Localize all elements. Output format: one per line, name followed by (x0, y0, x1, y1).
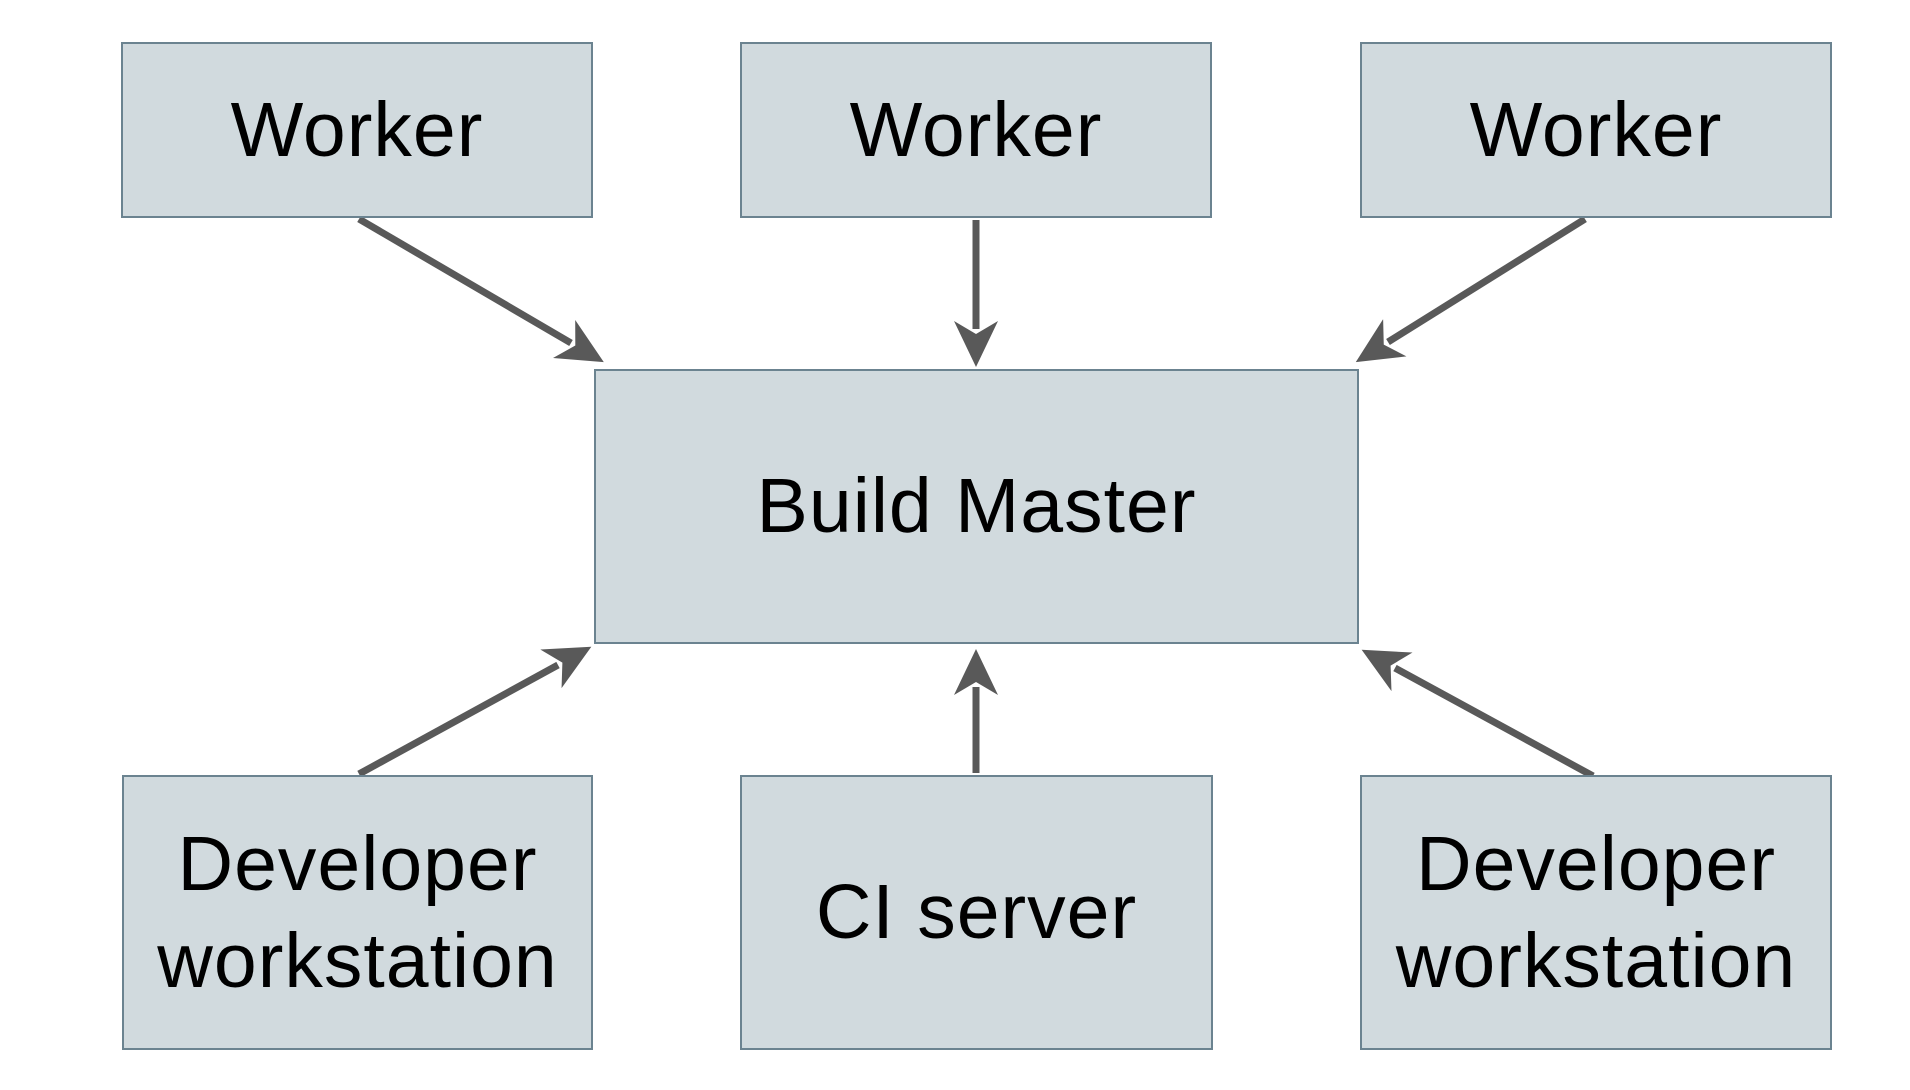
node-developer-workstation-left: Developer workstation (122, 775, 593, 1050)
node-worker-1: Worker (121, 42, 593, 218)
arrow-devleft-to-buildmaster (357, 646, 592, 778)
node-ci-server-label: CI server (815, 869, 1138, 955)
node-developer-workstation-left-label: Developer workstation (157, 820, 558, 1004)
arrow-devright-to-buildmaster (1361, 649, 1595, 780)
node-worker-3: Worker (1360, 42, 1832, 218)
node-ci-server: CI server (740, 775, 1213, 1050)
node-developer-workstation-right: Developer workstation (1360, 775, 1832, 1050)
node-build-master: Build Master (594, 369, 1359, 644)
arrow-worker3-to-buildmaster (1355, 216, 1587, 363)
arrow-worker1-to-buildmaster (357, 215, 604, 363)
node-worker-2-label: Worker (849, 86, 1103, 173)
node-worker-2: Worker (740, 42, 1212, 218)
node-developer-workstation-right-label: Developer workstation (1395, 820, 1797, 1004)
node-worker-3-label: Worker (1469, 86, 1723, 173)
node-build-master-label: Build Master (756, 463, 1197, 549)
node-worker-1-label: Worker (230, 86, 484, 173)
